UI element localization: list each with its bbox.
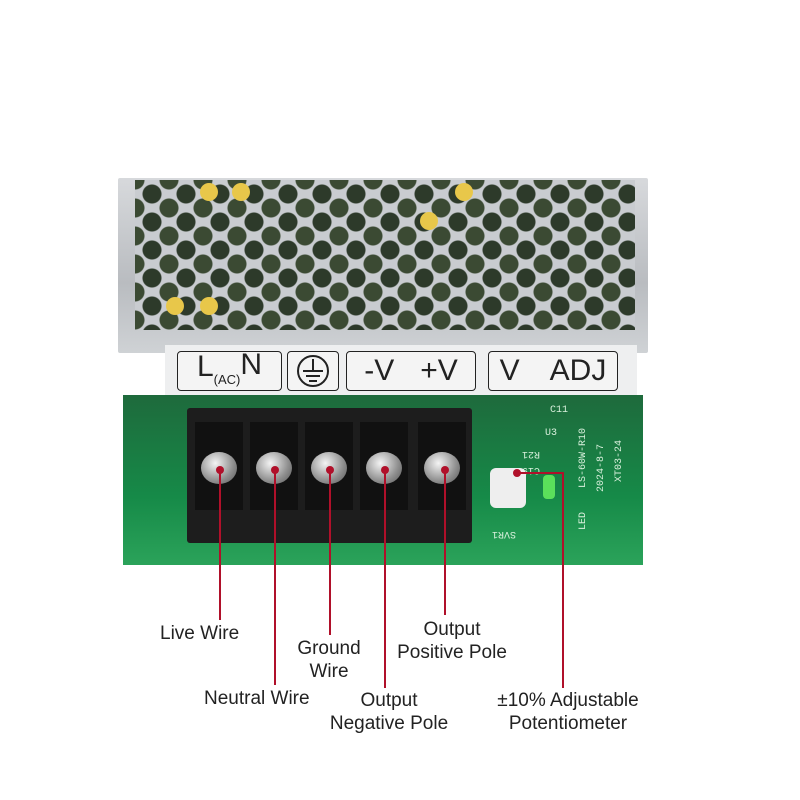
terminal-block [187, 408, 472, 543]
label-neutral-wire: Neutral Wire [204, 688, 310, 709]
silk-date: 2024-8-7 [596, 443, 607, 492]
callout-line-negative [384, 470, 386, 688]
silk-svr1: SVR1 [492, 528, 517, 539]
callout-line-ground [329, 470, 331, 635]
callout-line-positive [444, 470, 446, 615]
callout-line-potentiometer [562, 472, 564, 688]
callout-line-neutral [274, 470, 276, 685]
silk-code: XT03-24 [614, 439, 625, 482]
label-live-wire: Live Wire [160, 623, 240, 644]
led-indicator [543, 475, 555, 499]
ground-symbol-icon [287, 351, 339, 391]
silk-c11: C11 [550, 405, 569, 416]
silk-r21: R21 [522, 448, 541, 459]
silk-u3: U3 [545, 428, 558, 439]
vent-mesh [135, 180, 635, 330]
silk-model: LS-60W-R10 [578, 427, 589, 488]
ac-input-label: L (AC) N [177, 348, 282, 391]
dc-output-label: -V+V [346, 351, 476, 391]
silk-led: LED [578, 511, 589, 530]
callout-line-live [219, 470, 221, 620]
